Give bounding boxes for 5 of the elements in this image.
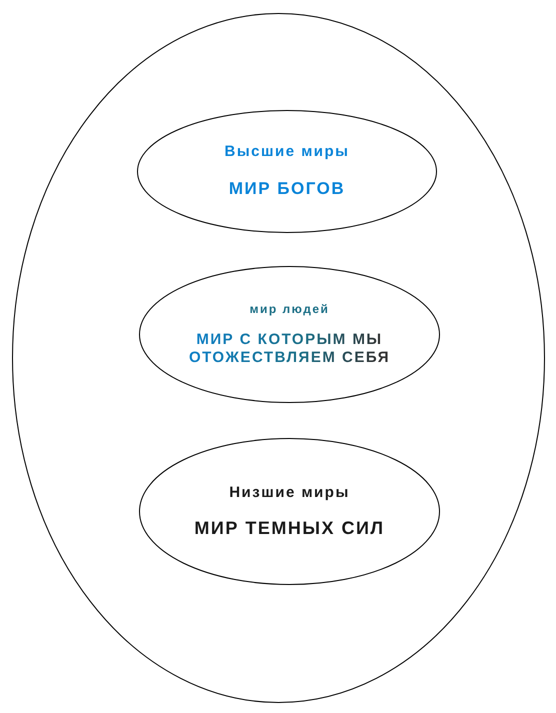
world-description: МИР БОГОВ: [228, 179, 346, 200]
world-heading: Высшие миры: [224, 143, 350, 162]
world-heading: мир людей: [250, 302, 330, 317]
world-heading: Низшие миры: [229, 484, 350, 502]
world-description: МИР ТЕМНЫХ СИЛ: [194, 518, 385, 540]
